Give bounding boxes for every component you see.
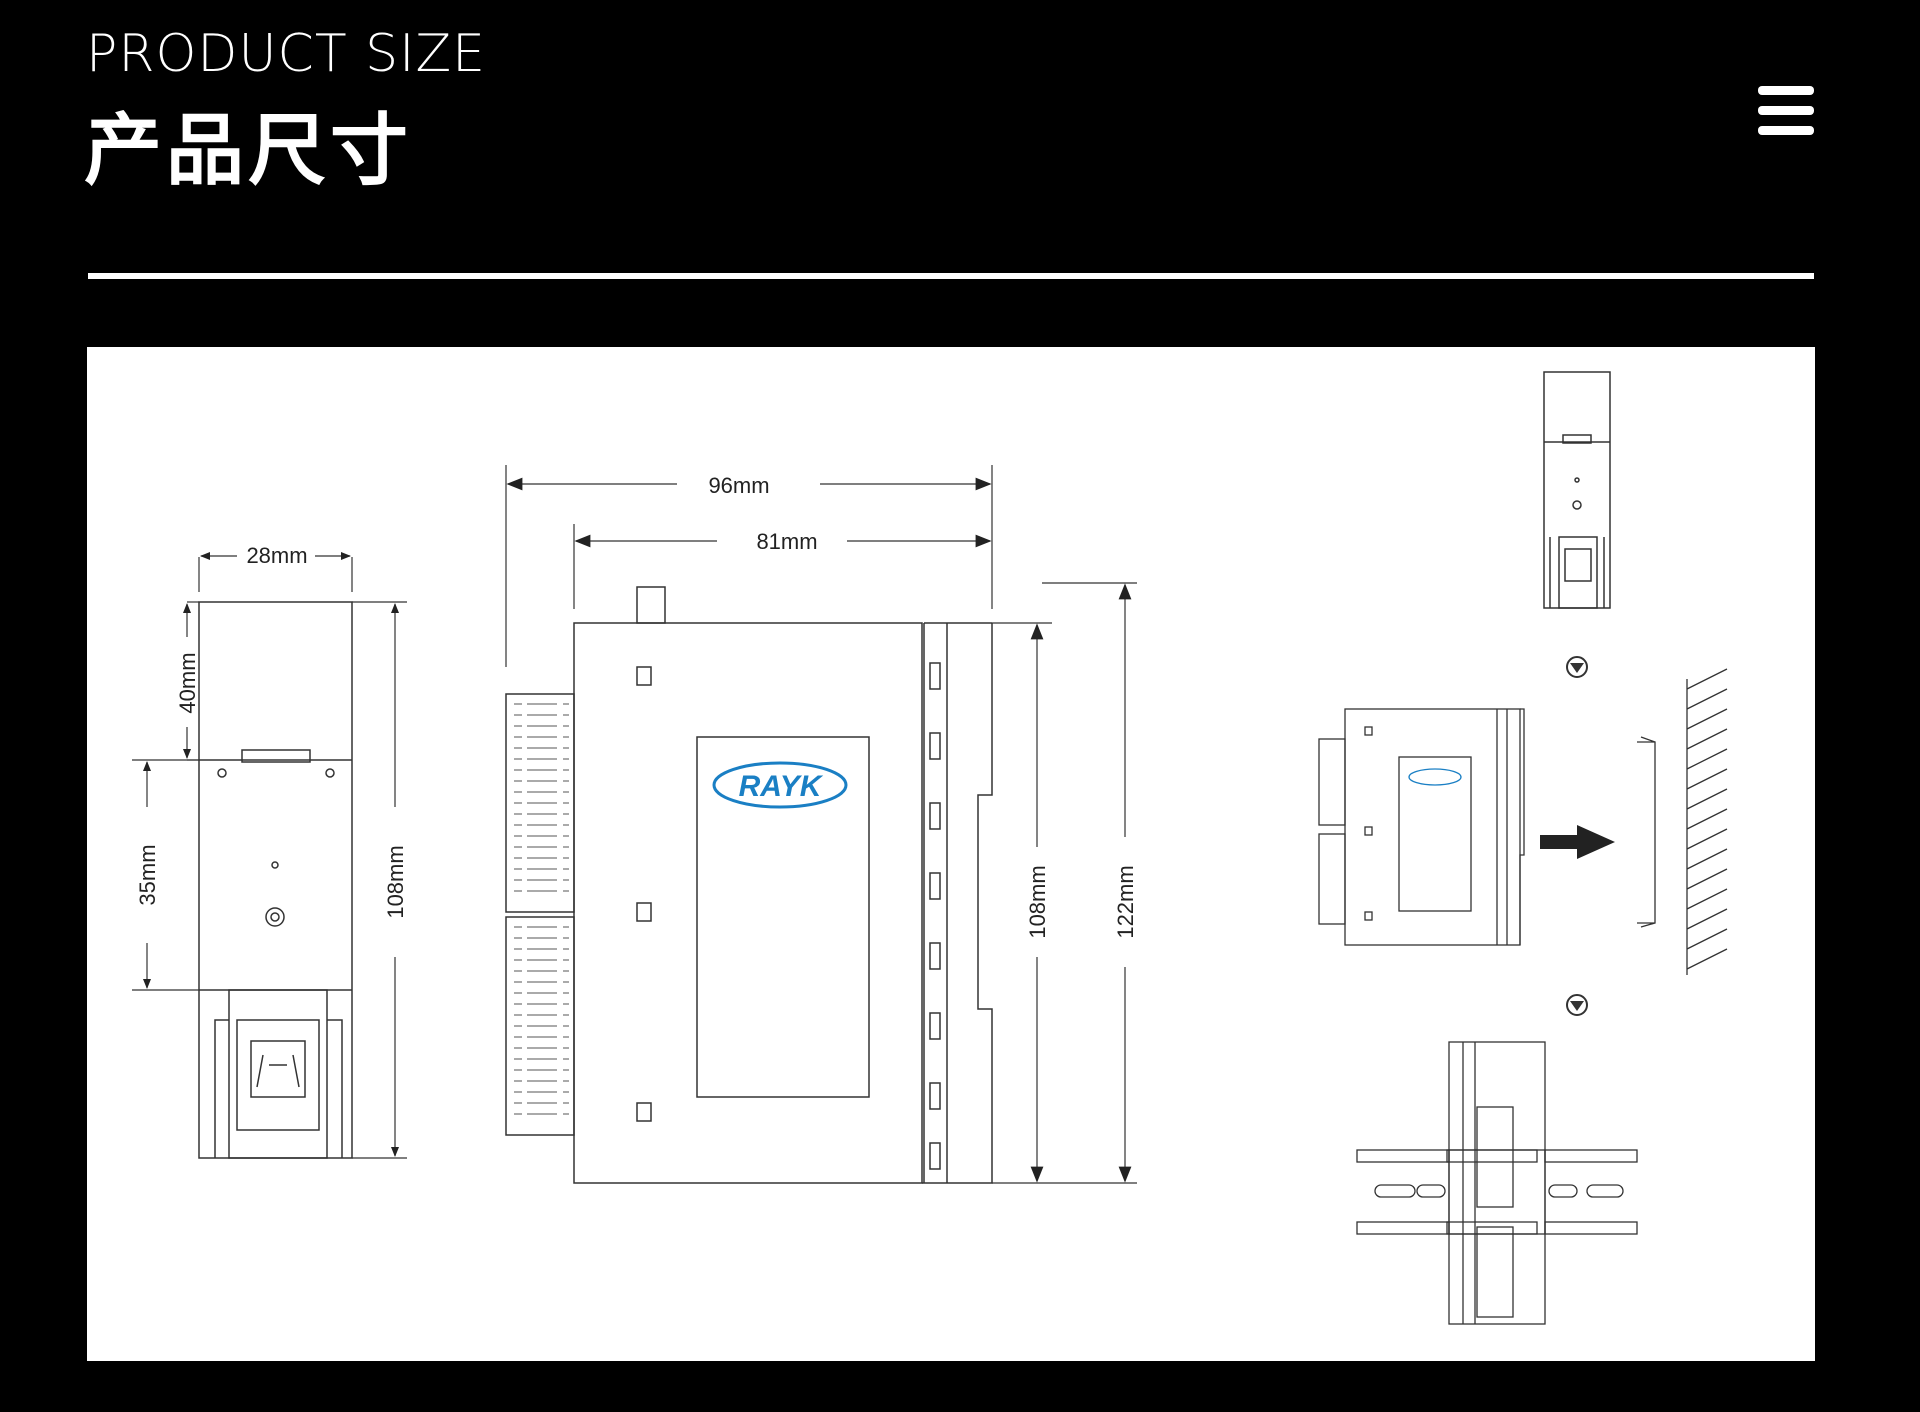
mount-step-middle <box>1318 668 1728 975</box>
step-down-arrow-icon <box>1566 656 1588 678</box>
brand-logo: RAYK <box>712 761 848 809</box>
hamburger-menu-icon[interactable] <box>1758 86 1814 136</box>
page-title: 产品尺寸 <box>84 106 413 196</box>
side-view <box>198 601 353 1159</box>
step-down-arrow-icon-2 <box>1566 994 1588 1016</box>
side-view-dimensions <box>132 552 407 1159</box>
dim-side-total-height: 108mm <box>383 845 408 918</box>
dim-front-body-height: 108mm <box>1025 865 1050 938</box>
svg-text:RAYK: RAYK <box>739 770 824 803</box>
mount-step-top <box>1543 371 1611 609</box>
section-subtitle-en: PRODUCT SIZE <box>86 24 486 84</box>
dim-front-total-width: 96mm <box>708 473 769 498</box>
dim-side-top-height: 40mm <box>175 652 200 713</box>
front-view <box>505 586 993 1184</box>
push-direction-arrow-icon <box>1540 825 1615 859</box>
dim-side-rail-height: 35mm <box>135 844 160 905</box>
dim-front-body-width: 81mm <box>756 529 817 554</box>
dimension-drawing: 28mm 40mm 35mm 108mm <box>132 371 1728 1325</box>
dim-front-total-height: 122mm <box>1113 865 1138 938</box>
terminal-blocks <box>513 703 570 1115</box>
header-divider <box>88 273 1814 279</box>
mount-step-bottom <box>1356 1041 1638 1325</box>
front-view-dimensions <box>505 465 1137 1184</box>
dimension-diagram-panel: 28mm 40mm 35mm 108mm <box>87 347 1815 1361</box>
dim-side-width: 28mm <box>246 543 307 568</box>
